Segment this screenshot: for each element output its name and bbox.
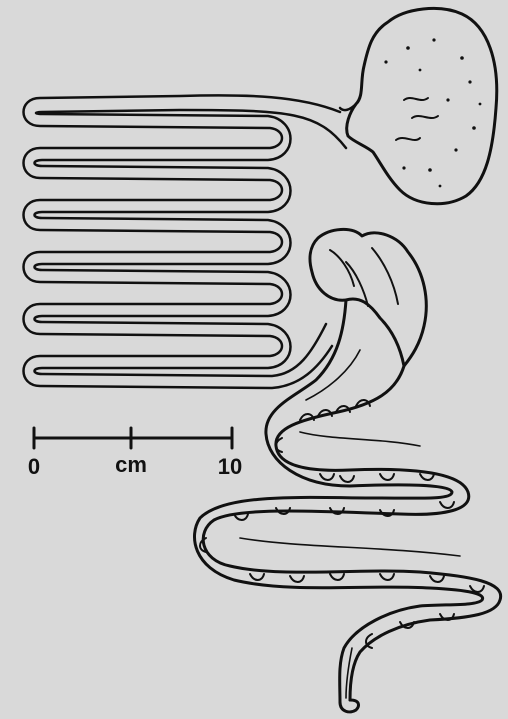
- stomach: [340, 8, 497, 203]
- scale-bar: 0 cm 10: [28, 428, 242, 479]
- scale-label-unit: cm: [115, 452, 147, 477]
- small-intestine: [24, 95, 347, 388]
- scale-label-end: 10: [218, 454, 242, 479]
- scale-label-start: 0: [28, 454, 40, 479]
